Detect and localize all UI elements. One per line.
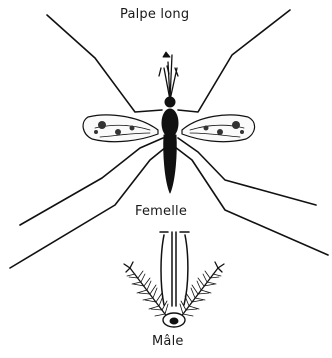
label-long-palp: Palpe long	[120, 7, 189, 22]
label-male: Mâle	[152, 334, 184, 349]
male-head	[124, 232, 224, 327]
female-antennae-palps	[159, 55, 178, 100]
female-wing-right	[182, 115, 255, 142]
label-female: Femelle	[135, 204, 187, 219]
female-proboscis-tip	[163, 52, 170, 57]
female-legs-left	[10, 15, 166, 268]
male-palps	[160, 232, 189, 306]
female-wing-left	[83, 115, 158, 142]
male-head-capsule	[163, 313, 185, 327]
female-body	[162, 97, 178, 193]
